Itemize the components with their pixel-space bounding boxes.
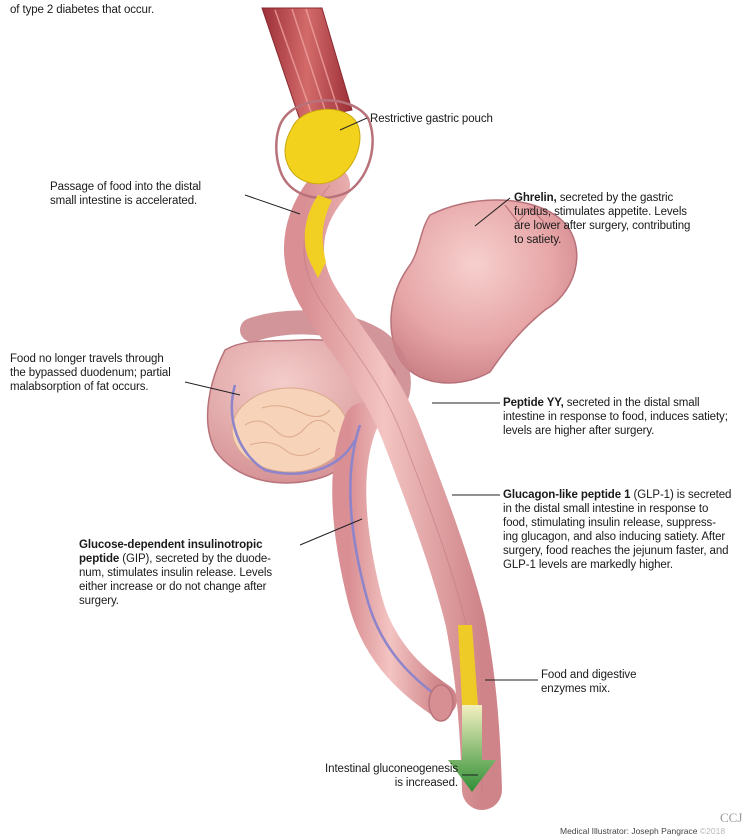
label-bypassed-duodenum: Food no longer travels through the bypas… (10, 352, 171, 394)
journal-logo: CCJ (720, 810, 742, 826)
label-passage: Passage of food into the distal small in… (50, 180, 201, 208)
illustrator-credit: Medical Illustrator: Joseph Pangrace ©20… (560, 826, 725, 836)
top-fragment-text: of type 2 diabetes that occur. (10, 3, 154, 17)
food-in-pouch (285, 109, 360, 183)
label-gip: Glucose-dependent insulinotropic peptide… (79, 538, 304, 608)
label-gluconeogenesis: Intestinal gluconeogenesis is increased. (290, 762, 458, 790)
label-food-enzymes-mix: Food and digestive enzymes mix. (541, 668, 636, 696)
anastomosis-stump (429, 685, 453, 721)
label-glp1: Glucagon-like peptide 1 (GLP-1) is secre… (503, 488, 748, 572)
label-peptide-yy: Peptide YY, secreted in the distal small… (503, 396, 748, 438)
label-ghrelin: Ghrelin, secreted by the gastric fundus,… (514, 191, 749, 247)
label-restrictive-pouch: Restrictive gastric pouch (370, 112, 493, 126)
pancreas (232, 388, 348, 472)
